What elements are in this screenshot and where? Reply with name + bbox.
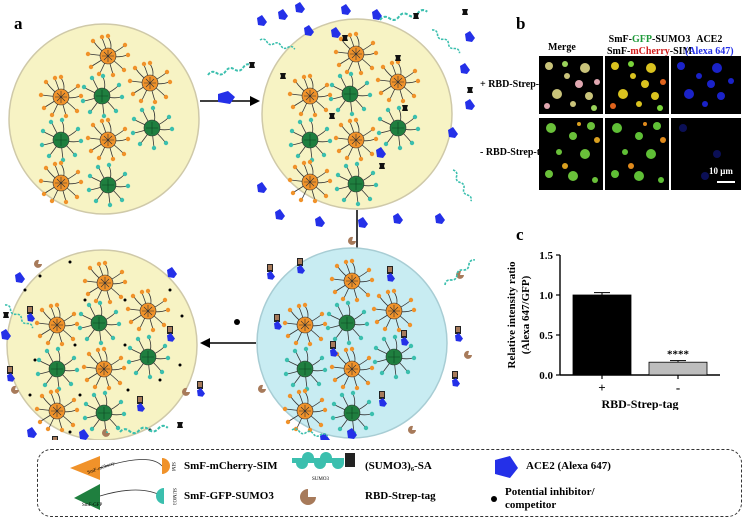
sumo3-sa-icon: SUMO3 bbox=[292, 452, 355, 482]
icon1-text2: SIM bbox=[170, 462, 175, 471]
icon3-text: SUMO3 bbox=[312, 477, 329, 482]
y-tick-label: 0.5 bbox=[539, 330, 553, 342]
y-tick-label: 0.0 bbox=[539, 370, 553, 382]
micrograph-plus-gfp-mcherry bbox=[605, 56, 669, 114]
legend-box bbox=[37, 449, 742, 517]
icon2-text1: SmF-GFP bbox=[82, 503, 103, 508]
panel-a-letter: a bbox=[14, 14, 23, 33]
bar-chart: 0.0 0.5 1.0 1.5 + - **** RBD-Strep-tag Relative … bbox=[506, 250, 720, 410]
micrograph-plus-ace2 bbox=[671, 56, 741, 114]
inhibitor-dot-icon bbox=[491, 496, 497, 502]
rbd-icon bbox=[300, 489, 316, 505]
legend-item2: SmF-GFP-SUMO3 bbox=[184, 490, 274, 502]
col-header-middle: SmF-GFP-SUMO3 SmF-mCherry-SIM bbox=[607, 34, 692, 58]
micrograph-minus-ace2: 10 μm bbox=[671, 118, 741, 190]
panel-b-letter: b bbox=[516, 14, 526, 33]
condensate-initial bbox=[8, 23, 200, 215]
row-label-minus: - RBD-Strep-tag bbox=[480, 147, 551, 158]
significance-annotation: **** bbox=[667, 349, 690, 361]
ace2-icon bbox=[495, 456, 518, 478]
legend-item6-line1: Potential inhibitor/ bbox=[505, 486, 595, 498]
y-tick-label: 1.0 bbox=[539, 290, 553, 302]
y-axis-label-line2: (Alexa 647/GFP) bbox=[520, 275, 532, 354]
bar-minus bbox=[648, 361, 708, 376]
micrograph-plus-merge bbox=[539, 56, 603, 114]
legend-icons: SmF-mCherry SIM SmF-GFP SUMO3 SUMO3 bbox=[70, 452, 518, 510]
col-header-ace2: ACE2 (Alexa 647) bbox=[685, 34, 734, 58]
x-tick-label: + bbox=[598, 380, 605, 395]
legend-item5: RBD-Strep-tag bbox=[365, 490, 436, 502]
header-line1-post: -SUMO3 bbox=[652, 34, 691, 45]
y-axis-label-line1: Relative intensity ratio bbox=[506, 261, 518, 368]
bar-plus bbox=[572, 294, 632, 376]
legend-item6: Potential inhibitor/ competitor bbox=[505, 486, 595, 512]
icon2-text2: SUMO3 bbox=[171, 488, 176, 505]
x-axis-label: RBD-Strep-tag bbox=[601, 397, 678, 410]
header-gfp: GFP bbox=[632, 34, 652, 45]
header-line1-pre: SmF- bbox=[608, 34, 632, 45]
header-ace2: ACE2 bbox=[696, 34, 723, 45]
schematic-diagram bbox=[1, 2, 477, 440]
header-line2-post: -SIM bbox=[669, 46, 693, 57]
condensate-with-ace2 bbox=[261, 18, 453, 210]
row-label-plus: + RBD-Strep-tag bbox=[480, 79, 553, 90]
micrograph-minus-merge bbox=[539, 118, 603, 190]
legend-item4: ACE2 (Alexa 647) bbox=[526, 460, 611, 472]
header-mcherry: mCherry bbox=[630, 46, 670, 57]
condensate-with-inhibitor bbox=[6, 249, 198, 440]
smf-gfp-sumo3-icon: SmF-GFP SUMO3 bbox=[74, 484, 176, 510]
header-line2-pre: SmF- bbox=[607, 46, 631, 57]
legend-item3: (SUMO3)₆-SA bbox=[365, 460, 432, 472]
condensate-with-rbd bbox=[256, 247, 448, 439]
smf-mcherry-sim-icon: SmF-mCherry SIM bbox=[70, 456, 175, 480]
legend-item6-line2: competitor bbox=[505, 499, 557, 511]
micrograph-minus-gfp-mcherry bbox=[605, 118, 669, 190]
y-tick-label: 1.5 bbox=[539, 250, 553, 262]
header-ace2-sub: (Alexa 647) bbox=[685, 46, 734, 57]
panel-c-letter: c bbox=[516, 225, 524, 244]
col-header-merge: Merge bbox=[548, 42, 576, 53]
legend-item1: SmF-mCherry-SIM bbox=[184, 460, 278, 472]
scale-bar-label: 10 μm bbox=[709, 166, 733, 176]
x-tick-label: - bbox=[676, 380, 680, 395]
